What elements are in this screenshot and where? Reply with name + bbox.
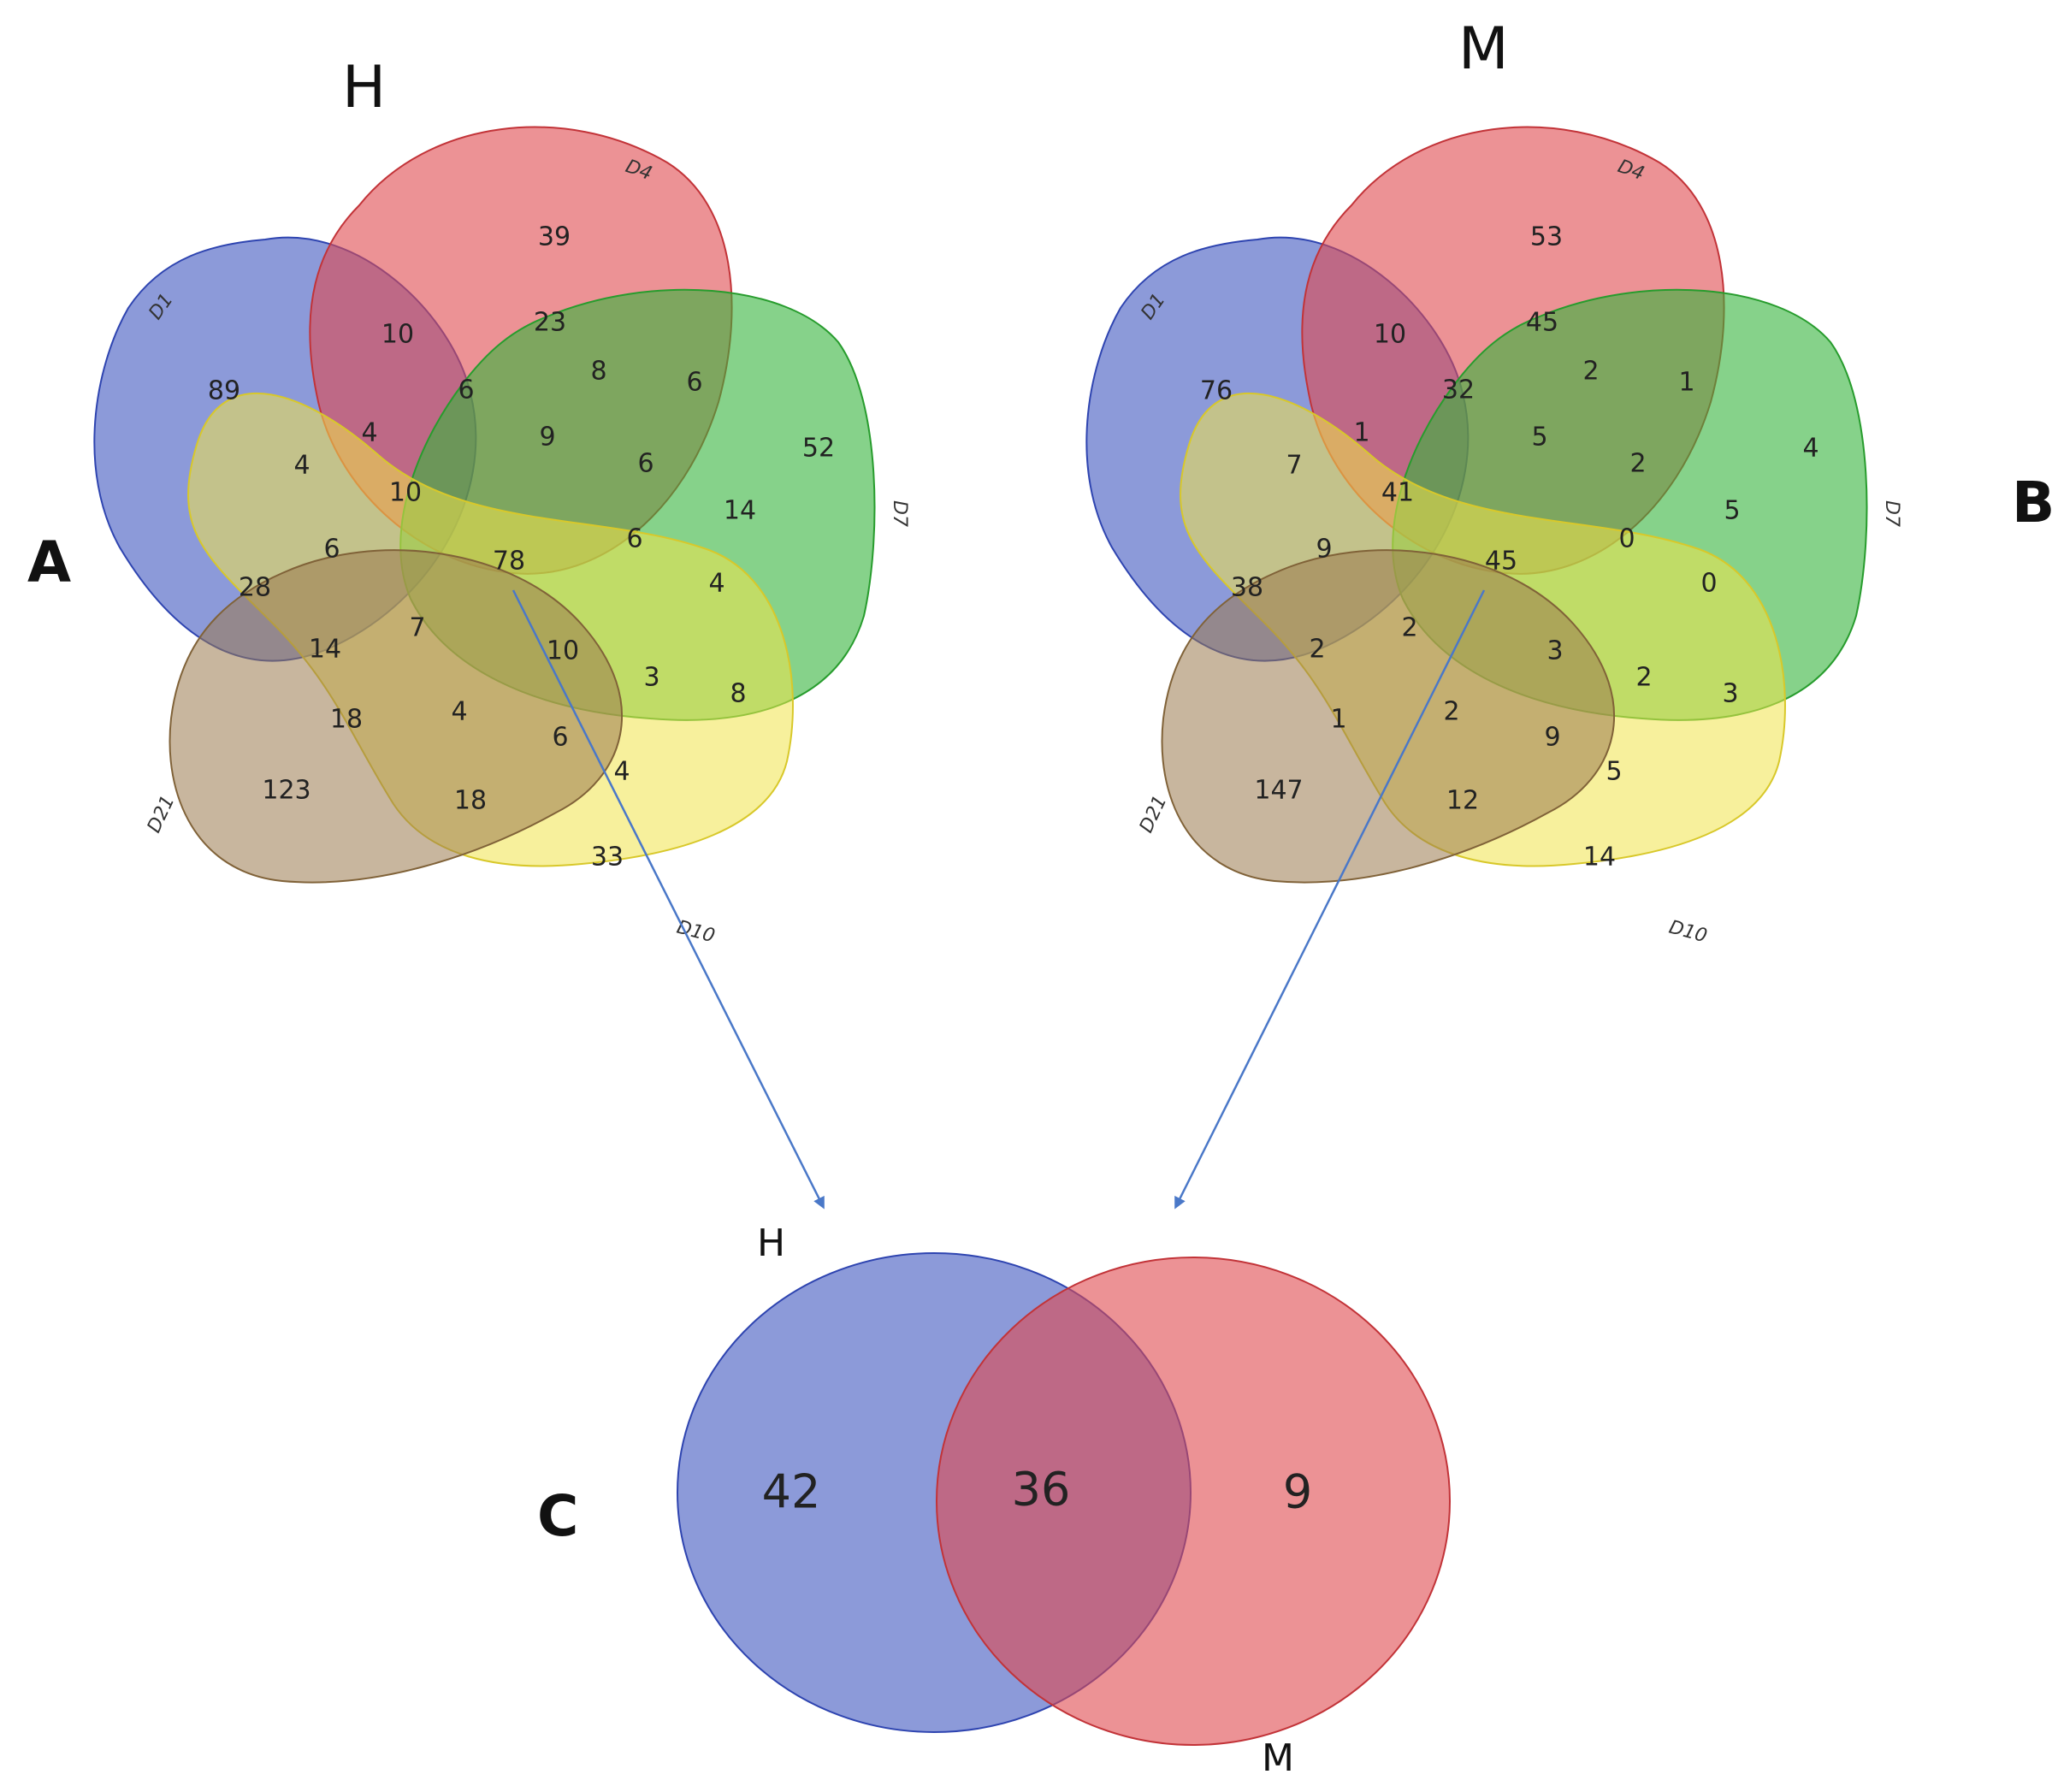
panel-a-label-d21: D21 (144, 792, 180, 836)
count: 9 (1316, 535, 1332, 565)
panel-b-label-d7: D7 (1881, 500, 1902, 527)
count: 76 (1200, 376, 1233, 406)
count-both: 36 (1012, 1463, 1071, 1517)
panel-a-title: H (342, 54, 386, 121)
count: 0 (1700, 569, 1717, 599)
count: 1 (1353, 418, 1369, 448)
panel-b: M B D1 D4 D7 D10 D21 76 10 53 45 32 2 1 … (1085, 15, 2055, 948)
panel-b-letter: B (2012, 470, 2055, 535)
count: 6 (626, 524, 642, 554)
count: 9 (539, 423, 555, 452)
count: 4 (293, 451, 310, 481)
count: 7 (409, 613, 425, 643)
count: 8 (730, 679, 746, 709)
venn-b (1085, 126, 1868, 884)
count: 41 (1381, 478, 1414, 508)
count: 10 (389, 478, 422, 508)
panel-a-counts: 89 10 39 23 6 8 6 4 4 9 6 52 10 14 6 78 … (208, 222, 835, 872)
count-m-only: 9 (1283, 1465, 1312, 1519)
count: 4 (451, 697, 467, 727)
panel-c: C H M 42 36 9 (537, 1221, 1451, 1780)
count: 2 (1635, 663, 1652, 693)
count: 7 (1286, 451, 1302, 481)
count: 23 (534, 308, 566, 338)
panel-b-counts: 76 10 53 45 32 2 1 1 7 5 2 4 41 5 9 45 0… (1200, 222, 1819, 872)
count: 10 (547, 636, 579, 666)
count: 39 (538, 222, 571, 252)
count: 33 (591, 843, 624, 872)
count: 89 (208, 376, 240, 406)
count: 32 (1442, 376, 1475, 405)
count: 4 (361, 418, 377, 448)
count: 12 (1446, 786, 1479, 816)
count: 78 (493, 547, 525, 577)
count: 8 (590, 357, 606, 387)
panel-a: H A D1 D4 D7 D10 D21 89 10 39 23 6 8 6 4… (27, 54, 910, 947)
count: 6 (686, 368, 702, 398)
panel-c-label-h: H (757, 1221, 785, 1265)
count: 3 (1722, 679, 1738, 709)
count: 6 (552, 723, 568, 753)
count: 18 (330, 705, 363, 735)
count: 123 (262, 776, 310, 806)
count: 14 (1583, 843, 1616, 872)
count: 5 (1724, 496, 1740, 526)
count: 6 (637, 449, 653, 479)
count: 1 (1678, 368, 1694, 398)
count: 4 (613, 757, 630, 787)
count: 6 (323, 535, 340, 565)
panel-a-label-d7: D7 (889, 500, 910, 527)
count: 52 (802, 434, 835, 464)
count: 2 (1443, 697, 1459, 727)
count: 4 (708, 569, 724, 599)
count-h-only: 42 (762, 1465, 821, 1519)
count: 45 (1485, 547, 1517, 577)
count: 10 (381, 320, 414, 350)
count: 10 (1374, 320, 1406, 350)
count: 5 (1606, 757, 1622, 787)
count: 4 (1802, 434, 1818, 464)
count: 18 (454, 786, 487, 816)
count: 53 (1530, 222, 1563, 252)
count: 5 (1531, 423, 1547, 452)
count: 38 (1231, 573, 1263, 603)
count: 0 (1618, 524, 1635, 554)
count: 9 (1544, 723, 1560, 753)
count: 2 (1629, 449, 1646, 479)
count: 3 (1546, 636, 1563, 666)
count: 14 (309, 635, 341, 665)
panel-b-label-d10: D10 (1666, 917, 1709, 948)
panel-b-title: M (1458, 15, 1509, 83)
count: 147 (1254, 776, 1303, 806)
count: 6 (458, 376, 474, 405)
panel-a-letter: A (27, 529, 71, 595)
count: 1 (1330, 705, 1346, 735)
arrow-b-to-c (1174, 589, 1486, 1209)
count: 45 (1526, 308, 1558, 338)
panel-c-label-m: M (1262, 1736, 1294, 1780)
count: 2 (1401, 613, 1417, 643)
count: 2 (1582, 357, 1599, 387)
count: 3 (643, 663, 659, 693)
venn-a (93, 126, 876, 884)
count: 28 (239, 573, 271, 603)
panel-b-label-d21: D21 (1136, 792, 1172, 836)
count: 2 (1309, 635, 1325, 665)
panel-c-letter: C (537, 1483, 578, 1549)
set-m-circle (936, 1257, 1451, 1746)
count: 14 (724, 496, 756, 526)
arrow-a-to-c (512, 589, 825, 1209)
